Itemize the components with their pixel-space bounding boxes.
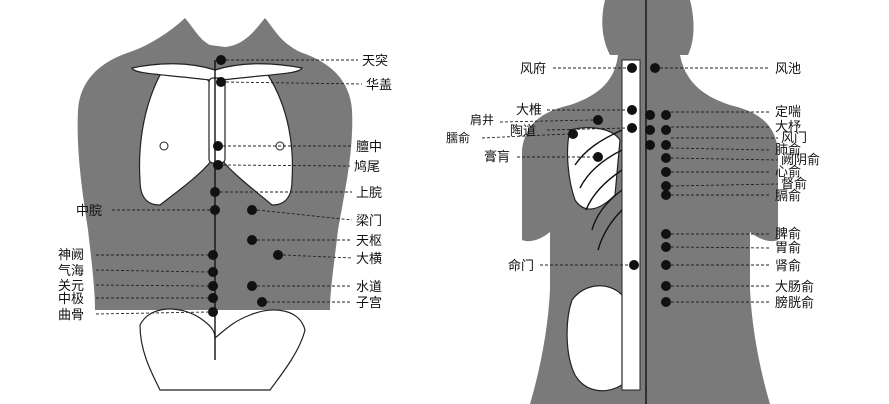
back-torso — [522, 55, 778, 404]
point-qihai — [208, 267, 218, 277]
front-figure — [77, 18, 353, 391]
label-daheng: 大横 — [356, 252, 382, 267]
point-dachangshu — [661, 281, 671, 291]
point-dazhu — [661, 110, 671, 120]
point-shangwan — [210, 187, 220, 197]
point-tiantu — [216, 55, 226, 65]
point-dingchuan — [645, 110, 655, 120]
point-naoshu — [568, 129, 578, 139]
front-labels: 天突 华盖 膻中 鸠尾 上脘 中脘 梁门 天枢 大横 神阙 气海 关元 水道 中… — [58, 53, 392, 323]
point-jueyinshu — [661, 153, 671, 163]
label-liangmen: 梁门 — [356, 214, 382, 229]
point-shuidao — [247, 281, 257, 291]
point-weishu — [661, 242, 671, 252]
label-huagai: 华盖 — [366, 78, 392, 93]
point-zhongji — [208, 293, 218, 303]
label-dingchuan: 定喘 — [775, 104, 801, 120]
label-dachangshu: 大肠俞 — [775, 279, 814, 295]
point-pangguangshu — [661, 297, 671, 307]
label-fengchi: 风池 — [775, 62, 801, 77]
point-xinshu — [661, 167, 671, 177]
back-points — [568, 63, 671, 307]
label-shenque: 神阙 — [58, 248, 84, 263]
point-tianshu — [247, 235, 257, 245]
front-leaders — [95, 59, 363, 315]
point-liangmen — [247, 205, 257, 215]
label-shenshu: 肾俞 — [775, 258, 801, 274]
point-dushu — [661, 181, 671, 191]
label-dushu: 督俞 — [781, 176, 807, 192]
back-pelvis — [566, 285, 623, 392]
back-figure — [522, 0, 778, 404]
point-fengfu — [627, 63, 637, 73]
label-fengmen: 风门 — [781, 131, 807, 146]
label-mingmen: 命门 — [508, 258, 534, 274]
back-labels: 风府 风池 大椎 肩井 定喘 大杼 陶道 臑俞 风门 肺俞 膏肓 阙阴俞 心俞 … — [446, 62, 820, 311]
point-pishu — [661, 229, 671, 239]
label-zigong: 子宫 — [356, 296, 382, 311]
back-scapula — [566, 127, 621, 210]
label-qugu: 曲骨 — [58, 308, 84, 323]
point-shenque — [208, 250, 218, 260]
label-pishu: 脾俞 — [775, 226, 801, 242]
label-dazhui: 大椎 — [516, 103, 542, 118]
point-qugu — [208, 307, 218, 317]
label-naoshu: 臑俞 — [446, 130, 470, 145]
point-shenshu — [661, 260, 671, 270]
label-jiuwei: 鸠尾 — [354, 159, 380, 175]
label-weishu: 胃俞 — [775, 240, 801, 256]
point-jianjing — [593, 115, 603, 125]
point-danzhong — [213, 141, 223, 151]
label-tianshu: 天枢 — [356, 234, 382, 249]
label-zhongwan: 中脘 — [76, 204, 102, 219]
front-clavicles — [131, 63, 303, 81]
label-zhongji: 中极 — [58, 292, 84, 307]
label-geshu: 膈俞 — [775, 188, 801, 204]
point-guanyuan — [208, 281, 218, 291]
point-huagai — [216, 77, 226, 87]
label-shangwan: 上脘 — [356, 186, 382, 201]
label-guanyuan: 关元 — [58, 279, 84, 294]
back-leaders — [481, 67, 779, 303]
label-jueyinshu: 阙阴俞 — [781, 152, 820, 168]
point-fengmen — [645, 125, 655, 135]
label-pangguangshu: 膀胱俞 — [775, 295, 814, 311]
label-qihai: 气海 — [58, 263, 84, 279]
point-fengchi — [650, 63, 660, 73]
label-fengfu: 风府 — [520, 62, 546, 77]
back-spine — [621, 59, 641, 391]
point-daheng — [273, 250, 283, 260]
point-taodao — [627, 123, 637, 133]
label-danzhong: 膻中 — [356, 140, 382, 155]
back-ribs — [574, 129, 623, 251]
point-fengmen-r — [661, 125, 671, 135]
label-shuidao: 水道 — [356, 280, 382, 295]
point-zigong — [257, 297, 267, 307]
front-nipple-left — [159, 141, 169, 151]
label-jianjing: 肩井 — [470, 112, 494, 127]
point-gaohuang — [593, 152, 603, 162]
point-zhongwan — [210, 205, 220, 215]
point-jiuwei — [213, 160, 223, 170]
label-dazhu: 大杼 — [775, 120, 801, 135]
point-geshu — [661, 190, 671, 200]
label-feishu: 肺俞 — [775, 142, 801, 158]
front-points — [208, 55, 283, 317]
point-mingmen — [629, 260, 639, 270]
back-head — [602, 0, 694, 55]
point-dazhui — [627, 105, 637, 115]
point-feishu-r — [661, 140, 671, 150]
label-xinshu: 心俞 — [775, 164, 801, 180]
label-gaohuang: 膏肓 — [484, 149, 510, 165]
front-pelvis — [139, 308, 306, 391]
point-feishu — [645, 140, 655, 150]
label-taodao: 陶道 — [510, 123, 536, 139]
label-tiantu: 天突 — [362, 53, 388, 69]
